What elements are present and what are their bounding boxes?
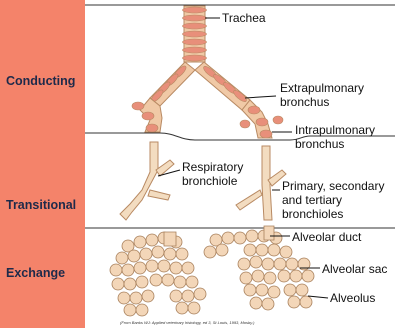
label-alveolar-duct: Alveolar duct	[292, 230, 361, 244]
label-trachea: Trachea	[222, 11, 266, 25]
alveoli-clusters	[110, 226, 314, 316]
label-bronchioles: Primary, secondary and tertiary bronchio…	[282, 179, 384, 221]
extrapulmonary-bronchi-shape	[149, 62, 250, 110]
intrapulmonary-bronchi-shape	[132, 98, 283, 138]
trachea-shape	[183, 6, 207, 62]
label-extrapulmonary-bronchus: Extrapulmonary bronchus	[280, 81, 364, 109]
label-respiratory-bronchiole: Respiratory bronchiole	[182, 160, 243, 188]
label-alveolar-sac: Alveolar sac	[322, 262, 387, 276]
label-intrapulmonary-bronchus: Intrapulmonary bronchus	[295, 123, 375, 151]
figure-credit: (From Banks WJ: Applied veterinary histo…	[120, 320, 254, 325]
label-alveolus: Alveolus	[330, 291, 375, 305]
